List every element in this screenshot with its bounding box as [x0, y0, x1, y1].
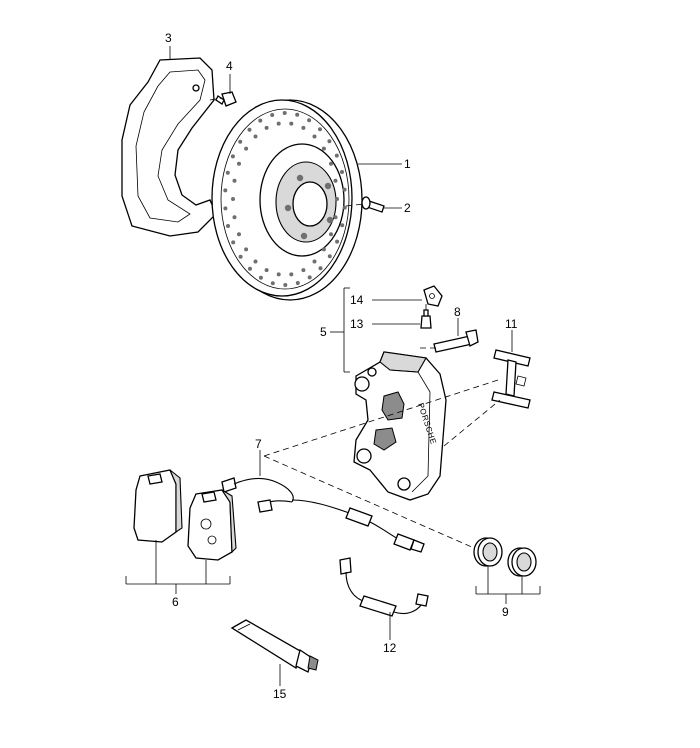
disc-drill-hole — [327, 139, 332, 144]
disc-drill-hole — [264, 268, 269, 273]
disc-drill-hole — [231, 197, 235, 201]
disc-drill-hole — [321, 146, 326, 151]
disc-drill-hole — [247, 127, 252, 132]
brake-disc-part — [211, 99, 363, 301]
disc-drill-holes — [223, 111, 347, 287]
callout-15: 15 — [273, 687, 287, 701]
disc-drill-hole — [295, 281, 300, 285]
disc-drill-hole — [226, 224, 230, 228]
disc-drill-hole — [230, 154, 235, 159]
piston-seal-kit-part — [473, 537, 537, 577]
callout-2: 2 — [404, 201, 411, 215]
disc-drill-hole — [329, 161, 333, 166]
callout-labels: 3 4 1 2 14 13 5 8 11 7 6 9 12 15 — [165, 31, 518, 701]
bleed-valve-part — [420, 309, 432, 329]
callout-8: 8 — [454, 305, 461, 319]
disc-drill-hole — [237, 232, 241, 237]
disc-drill-hole — [264, 125, 269, 130]
bleed-valve-clip-part — [423, 285, 443, 307]
brake-caliper-part: PORSCHE — [353, 351, 447, 501]
wear-sensor-part — [221, 477, 425, 553]
disc-drill-hole — [238, 139, 243, 144]
brake-hose-part — [339, 557, 429, 617]
callout-7: 7 — [255, 437, 262, 451]
disc-drill-hole — [301, 268, 306, 273]
disc-drill-hole — [340, 170, 344, 174]
disc-drill-hole — [223, 188, 228, 193]
disc-drill-hole — [283, 283, 288, 287]
disc-drill-hole — [295, 112, 300, 117]
disc-drill-hole — [307, 118, 312, 123]
disc-drill-hole — [248, 266, 252, 271]
callout-11: 11 — [505, 317, 518, 331]
disc-drill-hole — [238, 254, 243, 259]
disc-drill-hole — [329, 232, 333, 237]
disc-drill-hole — [282, 111, 287, 115]
disc-drill-hole — [237, 161, 241, 166]
leader-lines — [125, 46, 541, 686]
callout-13: 13 — [350, 317, 364, 331]
disc-drill-hole — [333, 178, 338, 183]
disc-drill-hole — [312, 134, 317, 139]
disc-drill-hole — [276, 272, 281, 277]
pad-spring-part — [491, 349, 531, 409]
caliper-bolt-part — [433, 329, 479, 353]
callout-3: 3 — [165, 31, 172, 45]
disc-drill-hole — [258, 118, 263, 123]
disc-screw-part — [361, 196, 385, 213]
disc-drill-hole — [289, 121, 294, 126]
callout-4: 4 — [226, 59, 233, 73]
disc-drill-hole — [342, 205, 347, 210]
disc-drill-hole — [335, 239, 340, 244]
disc-drill-hole — [244, 146, 249, 151]
disc-drill-hole — [327, 254, 332, 259]
disc-drill-hole — [232, 178, 237, 183]
callout-12: 12 — [383, 641, 397, 655]
disc-drill-hole — [270, 113, 275, 117]
grease-tube-part — [230, 619, 319, 673]
shield-bolt-part — [215, 91, 237, 107]
disc-drill-hole — [342, 187, 347, 192]
disc-drill-hole — [340, 223, 345, 228]
callout-5: 5 — [320, 325, 327, 339]
brake-pads-part — [133, 469, 237, 561]
callout-6: 6 — [172, 595, 179, 609]
callout-9: 9 — [502, 605, 509, 619]
disc-drill-hole — [225, 170, 230, 175]
disc-drill-hole — [334, 153, 339, 158]
disc-drill-hole — [307, 275, 312, 280]
disc-drill-hole — [270, 281, 275, 286]
disc-drill-hole — [258, 275, 263, 280]
disc-drill-hole — [289, 272, 294, 277]
disc-bolt-holes — [284, 174, 334, 240]
disc-drill-hole — [318, 127, 322, 132]
disc-drill-hole — [253, 259, 258, 264]
disc-drill-hole — [231, 240, 236, 245]
disc-drill-hole — [232, 215, 237, 220]
callout-1: 1 — [404, 157, 411, 171]
disc-drill-hole — [321, 247, 326, 252]
disc-drill-hole — [312, 259, 317, 264]
disc-drill-hole — [333, 215, 338, 220]
disc-drill-hole — [223, 206, 228, 211]
disc-drill-hole — [253, 134, 258, 139]
disc-drill-hole — [301, 125, 306, 130]
disc-drill-hole — [318, 266, 323, 271]
disc-drill-hole — [335, 197, 339, 201]
disc-drill-hole — [276, 121, 281, 126]
disc-drill-hole — [244, 247, 249, 252]
callout-14: 14 — [350, 293, 364, 307]
brake-shield-part — [121, 57, 217, 237]
